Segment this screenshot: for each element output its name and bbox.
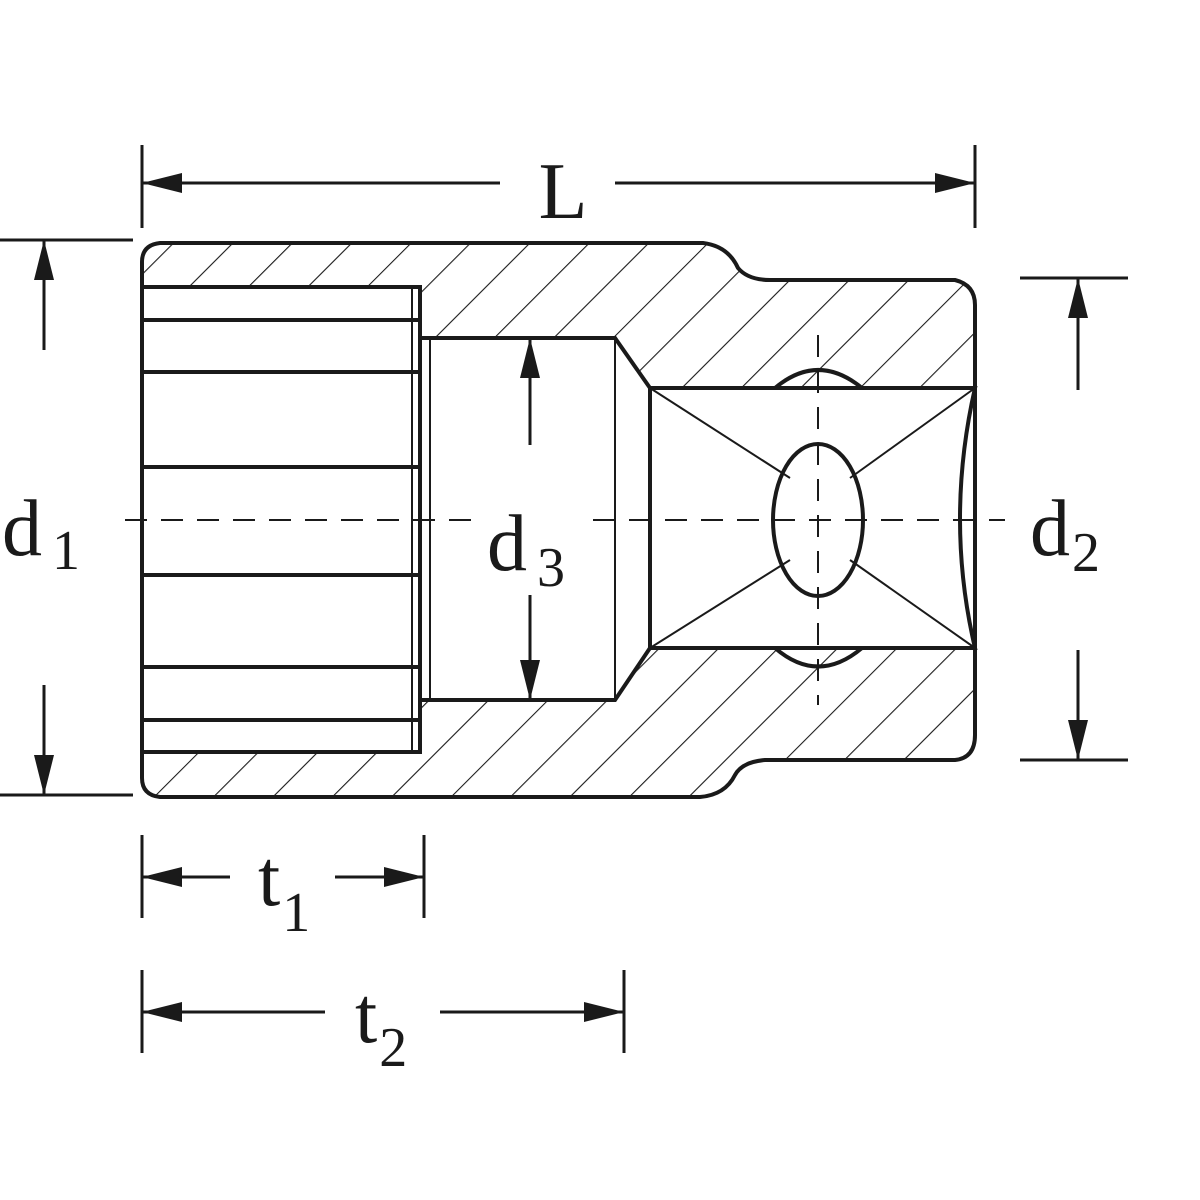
label-t1: t1: [258, 835, 310, 944]
label-t1-base: t: [258, 835, 280, 923]
label-d1-sub: 1: [52, 520, 80, 582]
label-L: L: [539, 148, 588, 236]
label-d3-base: d: [487, 500, 527, 588]
label-t2-base: t: [355, 972, 377, 1060]
label-d2: d2: [1030, 485, 1100, 584]
label-d3-sub: 3: [537, 537, 565, 599]
square-drive-cavity: [648, 368, 978, 669]
dimension-d2: d2: [1020, 276, 1128, 762]
dimension-L: L: [140, 145, 977, 236]
label-d2-base: d: [1030, 485, 1070, 573]
label-t2-sub: 2: [379, 1017, 407, 1079]
dimension-t2: t2: [140, 970, 626, 1079]
dimension-t1: t1: [140, 835, 426, 944]
label-d1-base: d: [2, 485, 42, 573]
label-t1-sub: 1: [282, 882, 310, 944]
label-t2: t2: [355, 972, 407, 1079]
label-d2-sub: 2: [1072, 522, 1100, 584]
socket-body-hatched-section: [142, 243, 975, 797]
socket-outer-outline: [140, 241, 977, 799]
